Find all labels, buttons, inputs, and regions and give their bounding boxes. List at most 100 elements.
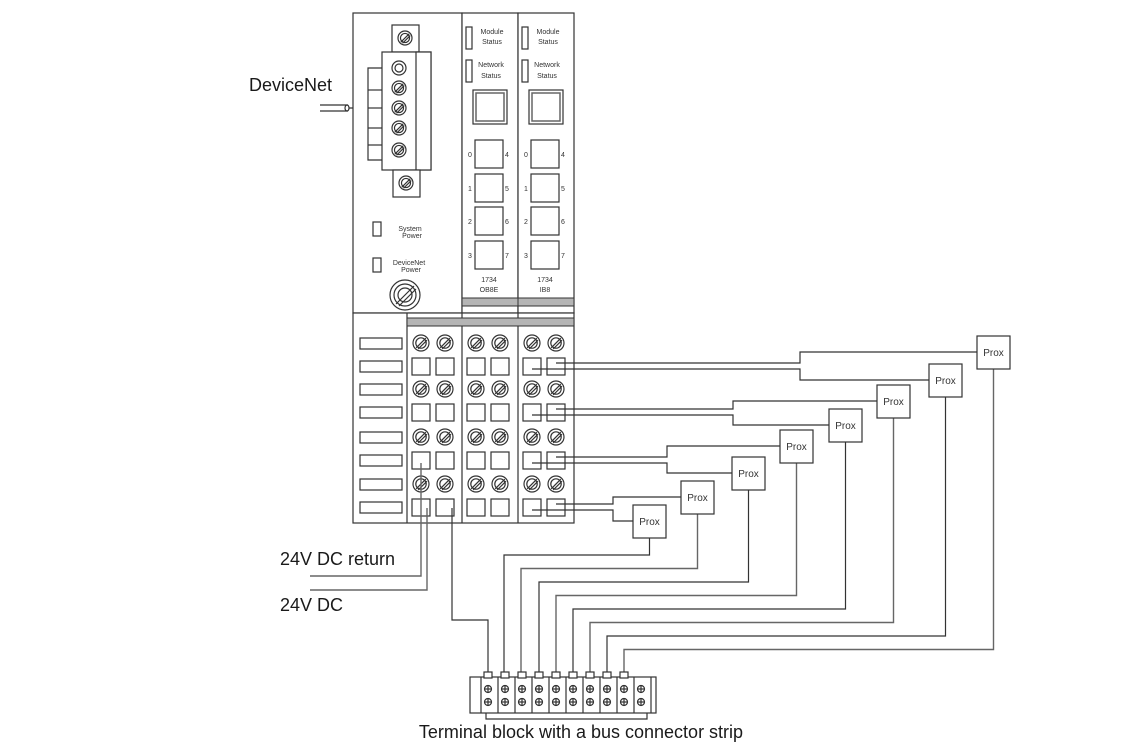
terminal-screw-icon xyxy=(619,684,629,694)
label-slot xyxy=(359,454,403,467)
screw-icon xyxy=(391,60,407,76)
terminal-screw-icon xyxy=(483,684,493,694)
screw-icon xyxy=(523,428,541,446)
module-status-led xyxy=(521,26,529,50)
module-status-label: Module xyxy=(481,29,504,36)
terminal-clamp xyxy=(435,403,455,422)
prox-sensor: Prox xyxy=(632,504,667,539)
prox-sensor: Prox xyxy=(779,429,814,464)
screw-icon xyxy=(491,428,509,446)
sensor-return-wire xyxy=(538,490,750,672)
channel-indicator xyxy=(530,139,560,169)
network-status-led xyxy=(465,59,473,83)
module-status-label: Status xyxy=(482,39,502,46)
terminal-block-body xyxy=(469,676,657,714)
terminal-clamp xyxy=(546,451,566,470)
terminal-clamp xyxy=(522,451,542,470)
power-wires xyxy=(310,463,489,672)
channel-indicator xyxy=(530,206,560,236)
screw-icon xyxy=(467,475,485,493)
wire-ferrule xyxy=(500,671,510,679)
channel-label: 5 xyxy=(505,186,509,193)
label-slot xyxy=(359,431,403,444)
prox-sensor-label: Prox xyxy=(786,442,807,453)
prox-sensor: Prox xyxy=(731,456,766,491)
sensor-return-wire xyxy=(555,463,798,672)
24v-dc-return-label: 24V DC return xyxy=(280,549,395,569)
prox-sensor-label: Prox xyxy=(883,397,904,408)
screw-icon xyxy=(547,334,565,352)
screw-icon xyxy=(491,334,509,352)
network-status-label: Status xyxy=(481,73,501,80)
prox-sensor-label: Prox xyxy=(738,469,759,480)
network-status-label: Network xyxy=(534,62,560,69)
channel-indicator xyxy=(474,240,504,270)
channel-label: 6 xyxy=(505,219,509,226)
screw-icon xyxy=(467,380,485,398)
terminal-screw-icon xyxy=(602,697,612,707)
terminal-block xyxy=(469,671,657,720)
channel-label: 2 xyxy=(468,219,472,226)
module-bar xyxy=(517,297,575,307)
prox-sensor: Prox xyxy=(680,480,715,515)
channel-label: 5 xyxy=(561,186,565,193)
prox-sensor-box xyxy=(828,408,863,443)
screw-icon xyxy=(391,142,407,158)
channel-label: 7 xyxy=(505,253,509,260)
sensor-wire xyxy=(532,462,732,474)
screw-icon xyxy=(412,428,430,446)
screw-icon xyxy=(436,428,454,446)
terminal-clamp xyxy=(466,498,486,517)
terminal-screw-icon xyxy=(619,697,629,707)
wire-ferrule xyxy=(534,671,544,679)
terminal-screw-icon xyxy=(517,697,527,707)
terminal-clamp xyxy=(466,357,486,376)
network-status-label: Status xyxy=(537,73,557,80)
channel-label: 0 xyxy=(468,152,472,159)
terminal-clamp xyxy=(522,498,542,517)
sensor-wire xyxy=(532,368,929,381)
screw-icon xyxy=(391,100,407,116)
screw-icon xyxy=(436,380,454,398)
channel-label: 1 xyxy=(468,186,472,193)
sensor-return-wire xyxy=(572,442,847,672)
network-status-led xyxy=(521,59,529,83)
module-bar xyxy=(461,297,519,307)
sensor-return-wire xyxy=(503,538,651,672)
system-power-label-2: Power xyxy=(402,233,423,240)
terminal-block-label: Terminal block with a bus connector stri… xyxy=(419,722,743,742)
base-header-bar xyxy=(406,317,575,327)
sensor-wire xyxy=(556,351,977,364)
channel-label: 4 xyxy=(505,152,509,159)
screw-icon xyxy=(523,380,541,398)
prox-sensor: Prox xyxy=(828,408,863,443)
prox-sensor-label: Prox xyxy=(983,348,1004,359)
devicenet-power-label-2: Power xyxy=(401,267,422,274)
screw-icon xyxy=(491,475,509,493)
screw-icon xyxy=(398,175,414,191)
prox-sensor-label: Prox xyxy=(639,517,660,528)
screw-icon xyxy=(491,380,509,398)
channel-indicator xyxy=(474,173,504,203)
wire-ferrule xyxy=(585,671,595,679)
catalog-number: OB8E xyxy=(480,287,499,294)
terminal-clamp xyxy=(490,357,510,376)
terminal-clamp xyxy=(546,357,566,376)
terminal-clamp xyxy=(411,357,431,376)
channel-indicator xyxy=(474,139,504,169)
terminal-screw-icon xyxy=(500,697,510,707)
wire-ferrule xyxy=(483,671,493,679)
terminal-clamp xyxy=(466,451,486,470)
catalog-number: 1734 xyxy=(481,277,497,284)
channel-label: 7 xyxy=(561,253,565,260)
label-slot xyxy=(359,478,403,491)
channel-indicator xyxy=(530,240,560,270)
channel-indicator xyxy=(474,206,504,236)
terminal-screw-icon xyxy=(585,684,595,694)
sensor-wire xyxy=(556,496,681,505)
sensor-return-wire xyxy=(520,514,699,672)
terminal-screw-icon xyxy=(534,684,544,694)
bus-connector-strip xyxy=(485,713,648,720)
